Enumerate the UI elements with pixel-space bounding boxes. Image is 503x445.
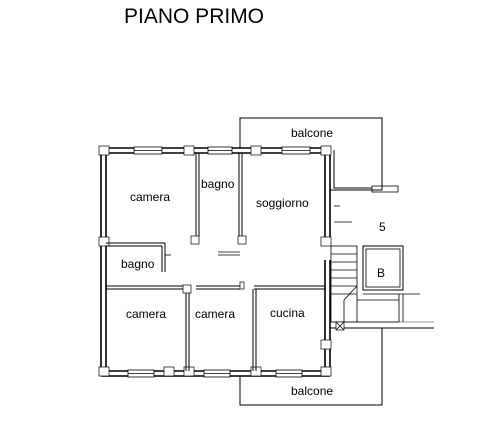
balcony-top xyxy=(239,117,399,193)
plan-title: PIANO PRIMO xyxy=(124,5,264,28)
wall-columns xyxy=(98,145,332,377)
room-label-camera-top: camera xyxy=(130,190,170,204)
room-label-balcone-top: balcone xyxy=(291,126,333,140)
room-label-balcone-bottom: balcone xyxy=(291,384,333,398)
room-label-cucina: cucina xyxy=(270,306,305,320)
lift-label: B xyxy=(377,266,385,280)
room-label-camera-bottom-left: camera xyxy=(126,307,166,321)
room-label-bagno-left: bagno xyxy=(121,257,155,271)
interior-walls xyxy=(106,153,325,371)
windows-top xyxy=(133,146,311,155)
stair-number-label: 5 xyxy=(379,220,386,234)
stair-core xyxy=(330,205,420,331)
balcony-bottom xyxy=(239,321,434,406)
room-label-bagno-top: bagno xyxy=(201,177,235,191)
windows-bottom xyxy=(127,369,303,378)
room-label-soggiorno: soggiorno xyxy=(256,196,309,210)
room-label-camera-bottom-mid: camera xyxy=(195,307,235,321)
